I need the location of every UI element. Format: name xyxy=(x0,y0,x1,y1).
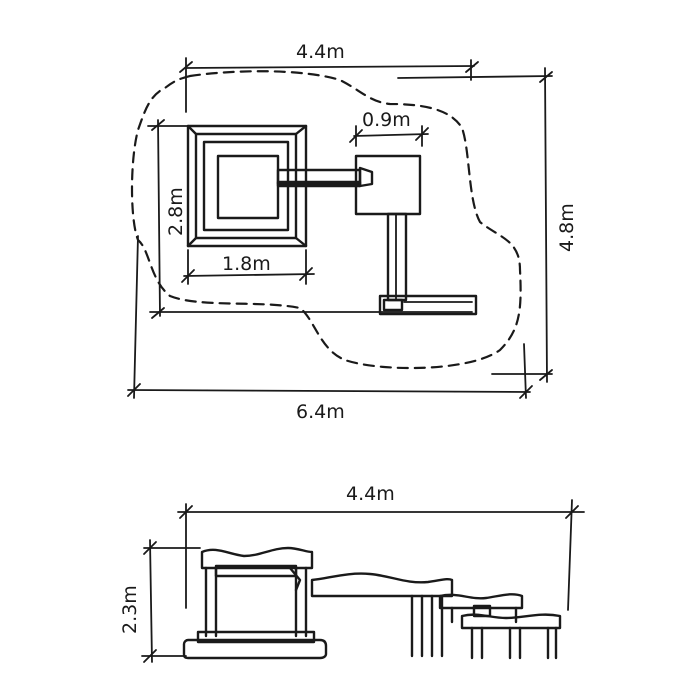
dim-label-top-width: 4.4m xyxy=(296,41,345,63)
dimension-top-width: 4.4m xyxy=(179,41,479,113)
dimension-tower-width: 1.8m xyxy=(181,249,315,285)
elevation-view: 4.4m 2.3m xyxy=(119,483,585,663)
tower-elevation xyxy=(182,546,328,660)
safety-zone-outline xyxy=(130,70,522,370)
dim-label-bottom-width: 6.4m xyxy=(296,401,345,423)
dimension-elevation-width: 4.4m xyxy=(177,483,585,611)
dim-label-tower-width: 1.8m xyxy=(222,253,271,275)
dim-label-small-platform: 0.9m xyxy=(362,109,411,131)
dim-label-left-depth: 2.8m xyxy=(165,187,187,236)
dim-label-elevation-width: 4.4m xyxy=(346,483,395,505)
bridge-plan xyxy=(276,166,374,188)
dim-label-elevation-height: 2.3m xyxy=(119,585,141,634)
dimension-elevation-height: 2.3m xyxy=(119,539,201,663)
dimension-small-platform: 0.9m xyxy=(349,109,429,147)
dimension-bottom-width: 6.4m xyxy=(127,235,533,423)
bench-elevation xyxy=(460,613,562,660)
bridge-elevation xyxy=(310,572,454,658)
bench-plan xyxy=(378,294,478,316)
dimension-left-depth: 2.8m xyxy=(147,119,473,319)
dim-label-side-height: 4.8m xyxy=(556,203,578,252)
walkway-plan xyxy=(386,212,408,302)
dimension-side-height: 4.8m xyxy=(397,67,578,383)
plan-view: 4.4m 4.8m 6.4m 2.8m xyxy=(127,41,578,423)
